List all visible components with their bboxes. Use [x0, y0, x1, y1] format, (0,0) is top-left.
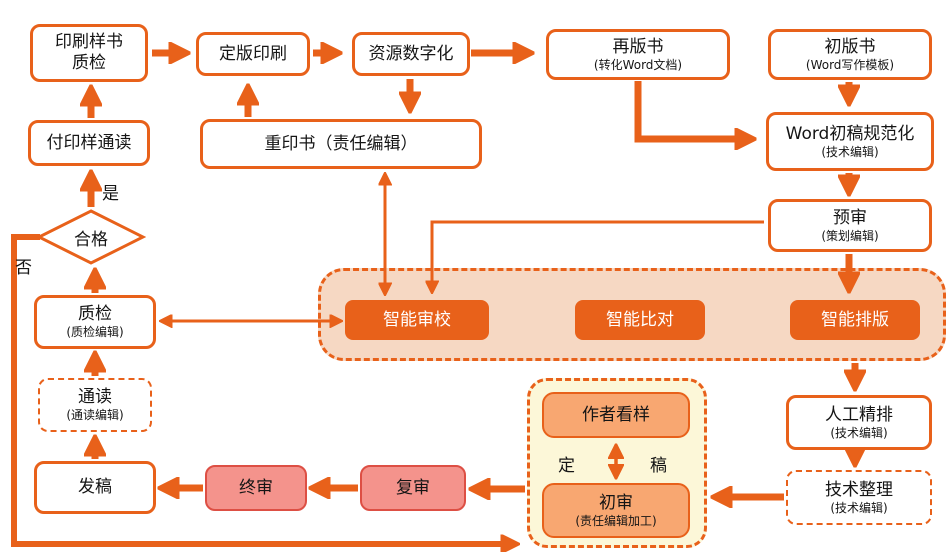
node-label: Word初稿规范化 [785, 123, 915, 144]
node-sublabel: (技术编辑) [830, 500, 888, 515]
node-label: 智能比对 [606, 309, 674, 330]
node-final-review: 终审 [205, 465, 307, 511]
node-sublabel: (通读编辑) [66, 408, 124, 423]
node-label: 再版书 [612, 36, 664, 57]
node-reprint-edition: 再版书 (转化Word文档) [546, 29, 730, 80]
node-label: 预审 [833, 207, 867, 228]
node-sublabel: (策划编辑) [821, 228, 879, 243]
node-digitize: 资源数字化 [352, 32, 470, 76]
node-label: 终审 [239, 477, 273, 498]
node-reprint-book: 重印书（责任编辑） [200, 119, 482, 169]
node-label: 质检 [72, 53, 106, 73]
node-label: 复审 [396, 477, 430, 498]
node-tech-cleanup: 技术整理 (技术编辑) [786, 470, 932, 525]
node-qualified-decision: 合格 [36, 209, 146, 265]
node-ai-proofread: 智能审校 [345, 300, 489, 340]
node-manual-typeset: 人工精排 (技术编辑) [786, 395, 932, 450]
node-first-review: 初审 (责任编辑加工) [542, 483, 690, 538]
node-label: 付印样通读 [46, 132, 132, 153]
node-final-print: 定版印刷 [196, 32, 310, 76]
node-label: 印刷样书 [55, 32, 123, 53]
node-read-through: 通读 (通读编辑) [38, 378, 152, 432]
edge-label-gao: 稿 [650, 456, 667, 476]
node-label: 人工精排 [825, 404, 893, 425]
node-release: 发稿 [34, 461, 156, 514]
diamond-shape [36, 209, 146, 265]
node-label: 重印书（责任编辑） [264, 133, 418, 154]
node-label: 通读 [78, 387, 112, 408]
node-word-standard: Word初稿规范化 (技术编辑) [766, 112, 934, 171]
node-label: 质检 [78, 304, 112, 325]
edge-label-ding: 定 [558, 456, 575, 476]
node-label: 合格 [74, 229, 108, 250]
node-label: 智能排版 [821, 309, 889, 330]
node-sublabel: (技术编辑) [821, 144, 879, 159]
arrow-reprint-edition-to-word-standard [634, 81, 750, 139]
arrow-qualified-no-to-first-review [11, 234, 514, 544]
node-sublabel: (质检编辑) [66, 325, 124, 340]
node-label: 发稿 [78, 477, 112, 498]
node-sublabel: (Word写作模板) [805, 57, 895, 72]
node-label: 智能审校 [383, 309, 451, 330]
node-label: 初审 [599, 492, 633, 513]
node-sublabel: (责任编辑加工) [575, 513, 657, 528]
node-label: 作者看样 [582, 404, 650, 425]
edge-label-no: 否 [15, 258, 32, 278]
node-label: 定版印刷 [219, 43, 287, 64]
node-first-edition: 初版书 (Word写作模板) [768, 29, 932, 80]
node-ai-compare: 智能比对 [575, 300, 705, 340]
node-author-proof: 作者看样 [542, 392, 690, 438]
node-preview: 预审 (策划编辑) [768, 199, 932, 252]
node-label: 初版书 [824, 36, 876, 57]
arrow-preview-to-ai-proofread [432, 220, 764, 290]
node-second-review: 复审 [360, 465, 466, 511]
node-qc: 质检 (质检编辑) [34, 295, 156, 349]
node-press-proof: 付印样通读 [28, 120, 150, 166]
node-ai-typeset: 智能排版 [790, 300, 920, 340]
node-sublabel: (技术编辑) [830, 425, 888, 440]
node-print-sample-qc: 印刷样书 质检 [30, 24, 148, 82]
node-label: 技术整理 [825, 479, 893, 500]
node-sublabel: (转化Word文档) [593, 57, 683, 72]
node-label: 资源数字化 [368, 43, 454, 64]
edge-label-yes: 是 [102, 184, 119, 204]
